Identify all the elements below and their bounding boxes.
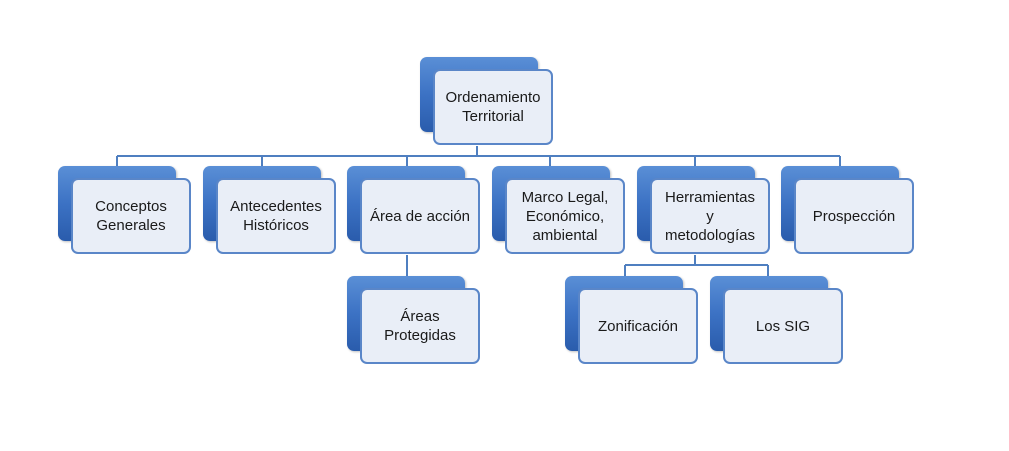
node-label: Marco Legal, Económico, ambiental [521, 188, 609, 244]
node-label: Los SIG [755, 317, 811, 335]
node-box: Marco Legal, Económico, ambiental [505, 178, 625, 254]
node-area-de-accion: Área de acción [347, 166, 480, 254]
node-conceptos-generales: Conceptos Generales [58, 166, 191, 254]
node-box: Antecedentes Históricos [216, 178, 336, 254]
node-antecedentes-historicos: Antecedentes Históricos [203, 166, 336, 254]
node-box: Conceptos Generales [71, 178, 191, 254]
node-box: Prospección [794, 178, 914, 254]
node-box: Herramientas y metodologías [650, 178, 770, 254]
node-ordenamiento-territorial: Ordenamiento Territorial [420, 57, 553, 145]
node-los-sig: Los SIG [710, 276, 843, 364]
node-prospeccion: Prospección [781, 166, 914, 254]
node-label: Antecedentes Históricos [230, 198, 322, 234]
node-box: Los SIG [723, 288, 843, 364]
node-label: Herramientas y metodologías [664, 188, 756, 244]
node-areas-protegidas: Áreas Protegidas [347, 276, 480, 364]
node-box: Área de acción [360, 178, 480, 254]
node-label: Zonificación [597, 317, 679, 335]
node-zonificacion: Zonificación [565, 276, 698, 364]
node-label: Área de acción [369, 207, 471, 225]
node-box: Ordenamiento Territorial [433, 69, 553, 145]
node-marco-legal: Marco Legal, Económico, ambiental [492, 166, 625, 254]
node-box: Zonificación [578, 288, 698, 364]
node-box: Áreas Protegidas [360, 288, 480, 364]
node-label: Áreas Protegidas [384, 308, 456, 344]
node-label: Ordenamiento Territorial [445, 89, 541, 125]
node-herramientas-metodologias: Herramientas y metodologías [637, 166, 770, 254]
node-label: Prospección [812, 207, 896, 225]
node-label: Conceptos Generales [95, 198, 167, 234]
